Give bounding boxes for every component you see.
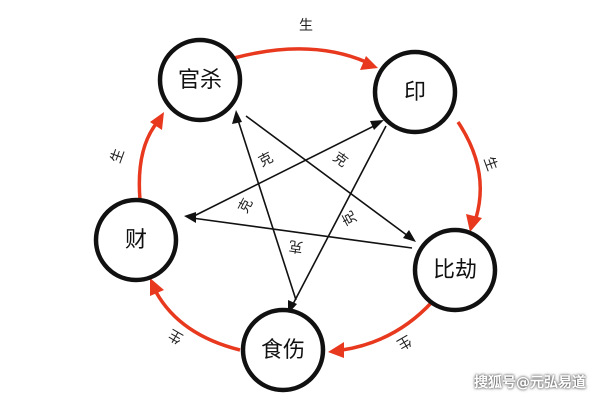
controlling-star [184,110,416,314]
line-bijie-cai [191,217,413,249]
arrowhead-bijie-cai [184,212,196,223]
watermark-text: 搜狐号@元弘易道 [474,375,586,391]
arrowhead-yin-to-bijie [466,214,482,232]
node-yin: 印 [372,49,458,135]
line-guansha-bijie [245,115,409,237]
node-guansha-label: 官杀 [178,68,222,93]
node-cai: 财 [93,197,179,283]
arrowhead-cai-to-guansha [150,112,164,130]
label-bijie-ke-cai: 克 [288,237,304,255]
node-bijie-label: 比劫 [433,258,477,283]
arrowhead-guansha-shishang [232,110,242,124]
arc-bijie-to-shishang [341,300,434,352]
label-guansha-ke-bijie: 克 [330,149,351,170]
label-yin-ke-shishang: 克 [340,208,361,228]
arc-cai-to-guansha [137,122,158,201]
arrowhead-guansha-bijie [403,230,416,242]
node-yin-label: 印 [404,80,426,105]
arrowhead-guansha-to-yin [360,56,378,70]
arrowhead-shishang-to-cai [150,278,164,296]
node-cai-label: 财 [125,228,147,253]
node-bijie: 比劫 [412,227,498,313]
label-cai-to-guansha: 生 [108,147,128,166]
label-guansha-to-yin: 生 [299,18,313,34]
line-yin-shishang [291,125,387,307]
node-shishang: 食伤 [240,307,326,393]
node-guansha: 官杀 [157,37,243,123]
arc-guansha-to-yin [233,47,367,64]
line-guansha-shishang [237,119,297,301]
node-shishang-label: 食伤 [261,338,305,363]
arrowhead-bijie-to-shishang [328,342,344,358]
generating-cycle [137,47,482,358]
arrowhead-yin-cai [370,120,384,130]
label-yin-to-bijie: 生 [480,155,500,174]
label-guansha-ke-shishang: 克 [256,150,276,171]
arc-shishang-to-cai [154,291,241,352]
label-shishang-to-cai: 生 [166,326,186,347]
label-yin-ke-cai: 克 [236,196,257,216]
arc-yin-to-bijie [456,121,482,219]
label-bijie-to-shishang: 生 [394,332,414,353]
line-yin-cai [189,123,379,219]
